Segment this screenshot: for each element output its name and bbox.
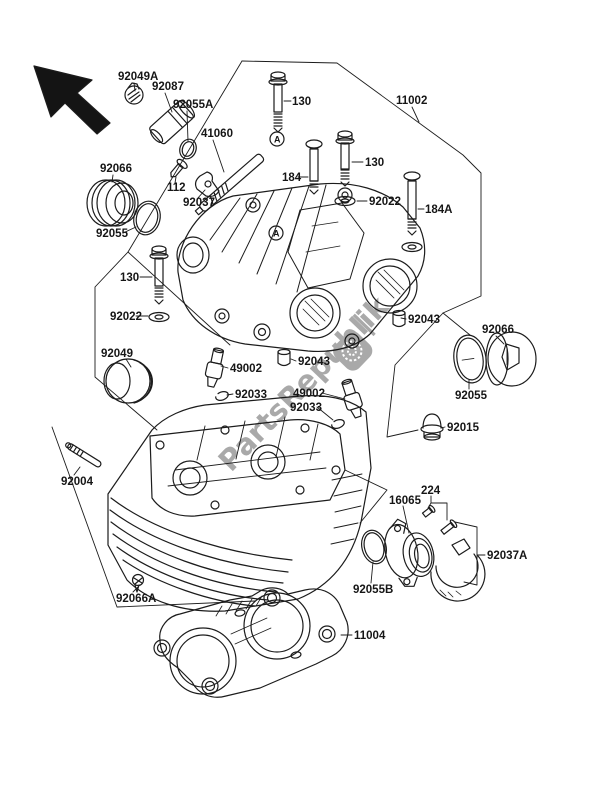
part-130-bolt-top xyxy=(268,71,288,133)
label-92055B: 92055B xyxy=(353,584,393,596)
part-224-screws xyxy=(421,504,458,535)
assembly-marker-a-top-text: A xyxy=(274,135,281,145)
label-92049: 92049 xyxy=(101,348,133,360)
label-184: 184 xyxy=(282,172,302,184)
label-49002-left: 49002 xyxy=(230,363,262,375)
watermark-text: PartsRepublik xyxy=(212,289,396,478)
label-92004: 92004 xyxy=(61,476,94,488)
label-11004: 11004 xyxy=(354,630,386,642)
part-11002-cylinder-head-cover xyxy=(176,182,426,353)
label-92043-center: 92043 xyxy=(298,356,330,368)
assembly-marker-a-cover-text: A xyxy=(273,229,280,239)
label-92055-left: 92055 xyxy=(96,228,129,240)
assembly-marker-a-cover xyxy=(268,225,284,241)
label-92037: 92037 xyxy=(183,197,215,209)
part-11004-head-gasket xyxy=(153,587,349,698)
label-92055-right: 92055 xyxy=(455,390,488,402)
part-92004-stud xyxy=(65,442,102,468)
label-130-mid: 130 xyxy=(365,157,384,169)
part-184A-bolt xyxy=(401,171,423,253)
part-92043-pin-center xyxy=(277,348,291,367)
label-112: 112 xyxy=(167,182,186,194)
part-92066A-screw xyxy=(131,573,145,593)
direction-arrow-icon xyxy=(33,65,111,135)
label-92022-left: 92022 xyxy=(110,311,142,323)
part-130-bolt-mid xyxy=(335,130,355,187)
part-92015-nut xyxy=(420,413,444,441)
label-130-top: 130 xyxy=(292,96,311,108)
part-92043-pin-right xyxy=(392,309,406,328)
part-49002-valve-guide-right xyxy=(341,378,363,419)
label-130-left: 130 xyxy=(120,272,139,284)
part-92033-snap-ring-left xyxy=(215,391,229,401)
part-92022-washer-left xyxy=(148,311,170,323)
part-92037A-clamp xyxy=(430,538,486,602)
part-92066-plug-right xyxy=(485,331,537,387)
label-92066A: 92066A xyxy=(116,593,156,605)
part-184-bolt xyxy=(305,139,323,195)
part-92055-o-ring-right xyxy=(453,334,487,384)
part-112-bolt xyxy=(170,158,188,178)
label-92037A: 92037A xyxy=(487,550,527,562)
group-boundary-lines xyxy=(51,60,482,608)
label-49002-right: 49002 xyxy=(293,388,325,400)
label-92033-left: 92033 xyxy=(235,389,267,401)
part-number-labels: 92049A 92087 92055A 41060 92066 112 9203… xyxy=(61,71,527,642)
label-92015: 92015 xyxy=(447,422,480,434)
leader-lines xyxy=(73,82,505,636)
part-49002-valve-guide-left xyxy=(204,347,225,388)
label-92055A: 92055A xyxy=(173,99,213,111)
label-92022-right: 92022 xyxy=(369,196,401,208)
label-184A: 184A xyxy=(425,204,453,216)
part-92055B-o-ring xyxy=(361,529,387,565)
part-92037-holder xyxy=(194,171,220,198)
label-224: 224 xyxy=(421,485,441,497)
label-11002: 11002 xyxy=(396,95,427,107)
label-41060: 41060 xyxy=(201,128,233,140)
label-92033-right: 92033 xyxy=(290,402,322,414)
part-130-bolt-left xyxy=(149,245,169,305)
part-92066-plug-left xyxy=(86,179,139,227)
label-92066-left: 92066 xyxy=(100,163,132,175)
label-92049A: 92049A xyxy=(118,71,158,83)
part-92055A-o-ring xyxy=(179,138,197,160)
part-92033-snap-ring-right xyxy=(331,419,345,429)
label-92043-right: 92043 xyxy=(408,314,440,326)
label-16065: 16065 xyxy=(389,495,422,507)
part-41060-shaft xyxy=(194,153,265,216)
label-92066-right: 92066 xyxy=(482,324,514,336)
part-92087-tube xyxy=(149,99,196,145)
part-16065-carburetor-holder xyxy=(384,518,435,587)
label-92087: 92087 xyxy=(152,81,184,93)
assembly-marker-a-top xyxy=(269,131,285,147)
part-92049-plug xyxy=(103,358,153,404)
watermark: PartsRepublik | xyxy=(212,289,396,478)
part-cylinder-head xyxy=(107,395,372,612)
part-92055-o-ring-left xyxy=(133,200,161,236)
